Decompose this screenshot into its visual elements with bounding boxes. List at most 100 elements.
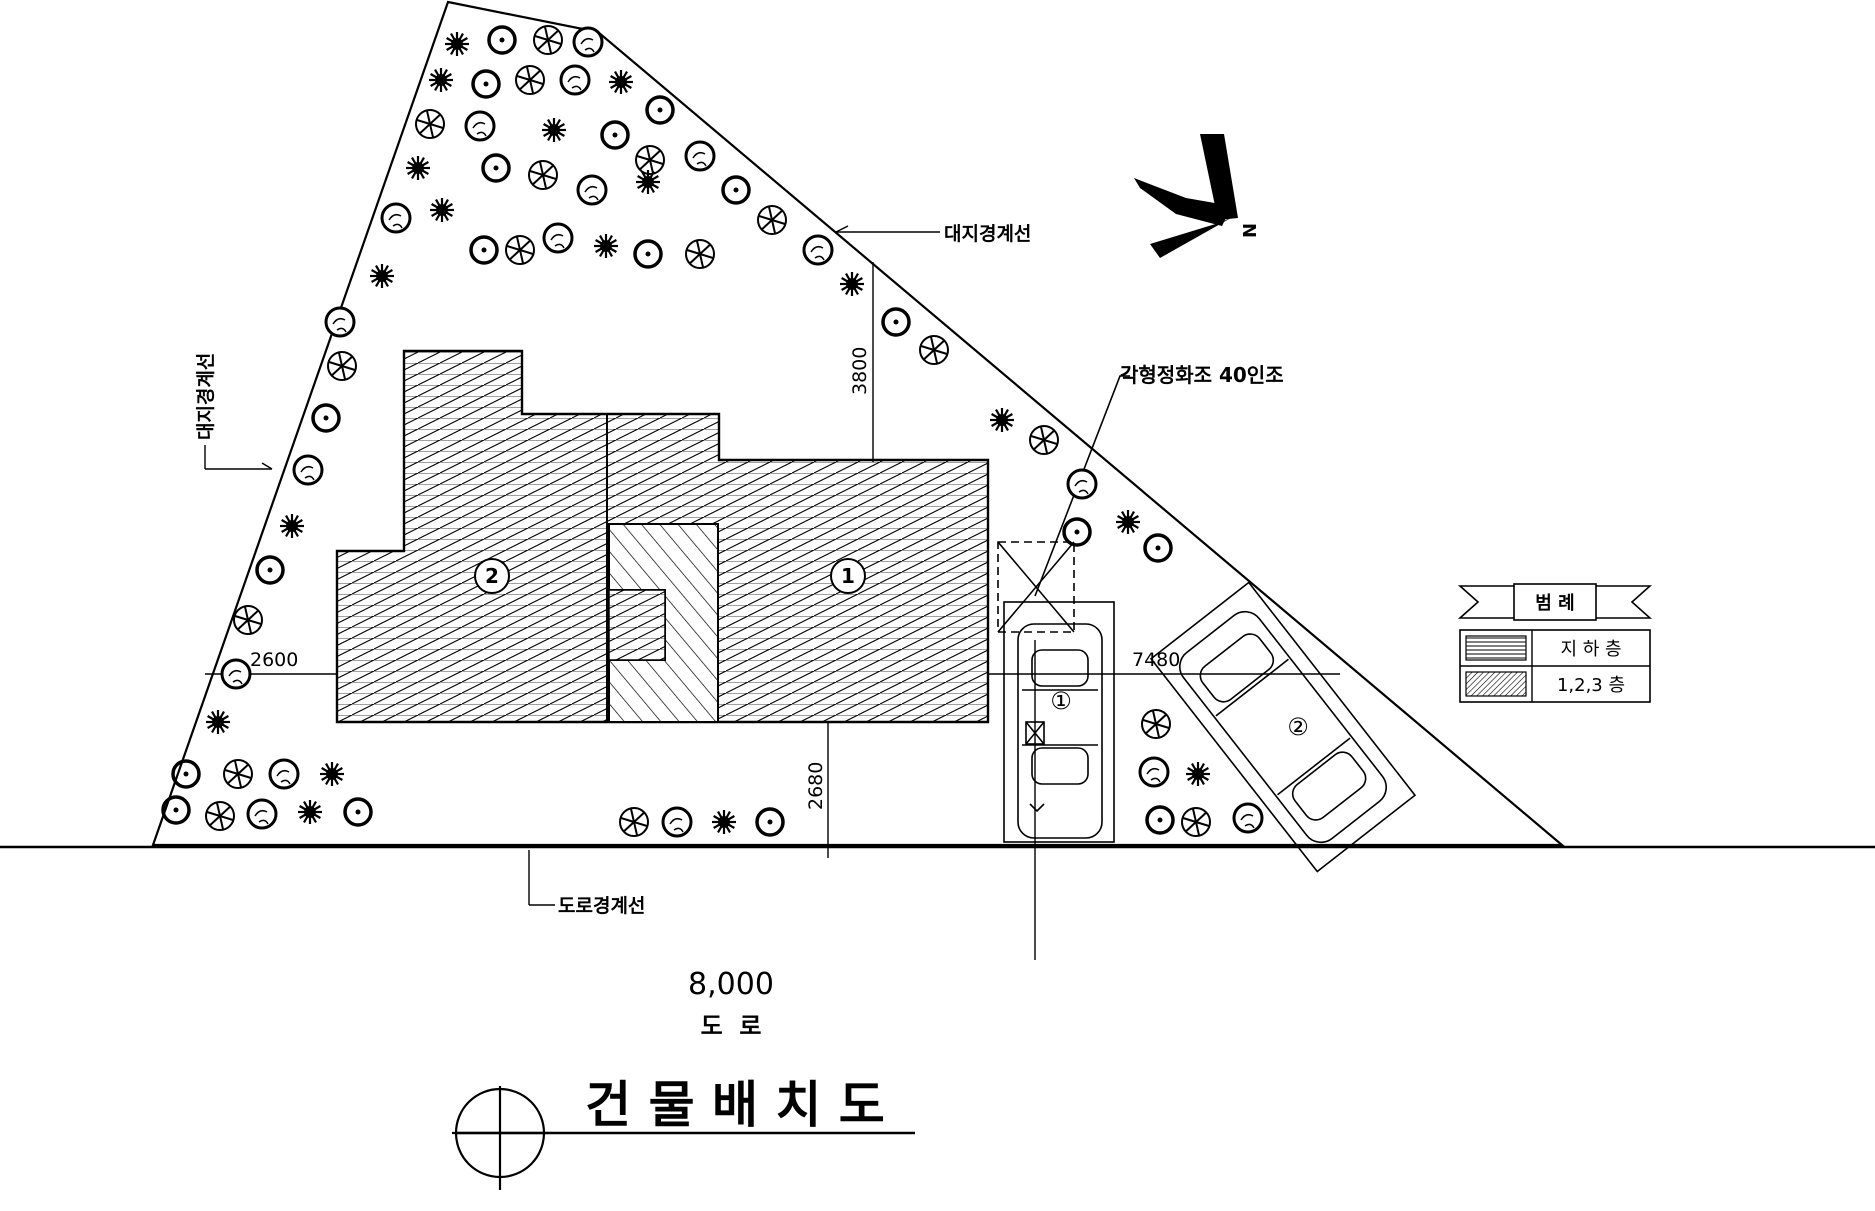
septic-tank-label: 각형정화조 40인조 xyxy=(1120,363,1284,387)
tree-radial-icon xyxy=(1029,425,1059,455)
tree-ring-icon xyxy=(600,120,630,150)
shrub-star-icon xyxy=(840,272,864,296)
tree-ring-icon xyxy=(1062,517,1092,547)
legend-row-basement: 지 하 층 xyxy=(1560,639,1621,660)
tree-radial-icon xyxy=(757,205,787,235)
shrub-star-icon xyxy=(1186,762,1210,786)
tree-ring-icon xyxy=(343,797,373,827)
road-boundary-label: 도로경계선 xyxy=(558,895,645,917)
svg-text:2: 2 xyxy=(485,564,499,588)
tree-ring-icon xyxy=(311,403,341,433)
landscape-trees xyxy=(161,25,1264,838)
legend-swatch-basement xyxy=(1465,635,1527,661)
shrub-star-icon xyxy=(542,118,566,142)
tree-ring-icon xyxy=(471,69,501,99)
svg-text:②: ② xyxy=(1287,713,1309,741)
boundary-label-left: 대지경계선 xyxy=(195,353,217,440)
shrub-round-icon xyxy=(542,222,574,254)
shrub-star-icon xyxy=(406,156,430,180)
road-width: 8,000 xyxy=(688,967,774,1002)
parking-mark-2: ② xyxy=(1287,713,1309,741)
shrub-round-icon xyxy=(324,306,356,338)
shrub-round-icon xyxy=(576,174,608,206)
lot-boundary xyxy=(151,0,1566,847)
shrub-round-icon xyxy=(1066,468,1098,500)
shrub-round-icon xyxy=(268,758,300,790)
dimension-top: 3800 xyxy=(849,347,871,395)
shrub-round-icon xyxy=(559,64,591,96)
shrub-star-icon xyxy=(370,264,394,288)
tree-ring-icon xyxy=(481,153,511,183)
parking-space-2 xyxy=(1149,581,1417,873)
shrub-round-icon xyxy=(380,202,412,234)
tree-ring-icon xyxy=(1145,805,1175,835)
tree-radial-icon xyxy=(205,801,235,831)
tree-radial-icon xyxy=(635,145,665,175)
building-mark-1: 1 xyxy=(830,558,866,594)
shrub-star-icon xyxy=(280,514,304,538)
shrub-star-icon xyxy=(609,70,633,94)
shrub-round-icon xyxy=(464,110,496,142)
tree-ring-icon xyxy=(161,795,191,825)
shrub-star-icon xyxy=(636,170,660,194)
building-mark-2: 2 xyxy=(474,558,510,594)
tree-radial-icon xyxy=(528,160,558,190)
shrub-round-icon xyxy=(246,798,278,830)
tree-radial-icon xyxy=(919,335,949,365)
svg-text:①: ① xyxy=(1050,687,1072,715)
tree-radial-icon xyxy=(327,351,357,381)
shrub-round-icon xyxy=(1138,756,1170,788)
shrub-star-icon xyxy=(320,762,344,786)
shrub-star-icon xyxy=(445,32,469,56)
shrub-round-icon xyxy=(1232,802,1264,834)
shrub-round-icon xyxy=(292,454,324,486)
legend-title: 범 례 xyxy=(1535,593,1574,614)
drawing-title: 건 물 배 치 도 xyxy=(585,1076,885,1134)
legend: 범 례 지 하 층 1,2,3 층 xyxy=(1457,583,1653,703)
tree-radial-icon xyxy=(233,605,263,635)
shrub-star-icon xyxy=(1116,510,1140,534)
boundary-label-top: 대지경계선 xyxy=(944,223,1031,245)
shrub-round-icon xyxy=(802,234,834,266)
tree-radial-icon xyxy=(505,235,535,265)
tree-ring-icon xyxy=(1143,533,1173,563)
shrub-star-icon xyxy=(712,810,736,834)
tree-ring-icon xyxy=(721,175,751,205)
tree-radial-icon xyxy=(223,759,253,789)
dimension-lines xyxy=(205,262,1340,960)
shrub-star-icon xyxy=(298,800,322,824)
tree-ring-icon xyxy=(633,239,663,269)
title-symbol-icon xyxy=(452,1086,548,1190)
shrub-star-icon xyxy=(594,234,618,258)
shrub-round-icon xyxy=(220,658,252,690)
road-label: 도 로 xyxy=(701,1012,762,1040)
tree-ring-icon xyxy=(469,235,499,265)
tree-ring-icon xyxy=(645,95,675,125)
septic-tank xyxy=(997,375,1130,633)
shrub-star-icon xyxy=(990,408,1014,432)
tree-radial-icon xyxy=(515,65,545,95)
tree-radial-icon xyxy=(685,239,715,269)
parking-space-1 xyxy=(1003,601,1115,843)
tree-ring-icon xyxy=(171,759,201,789)
boundary-leader-left xyxy=(204,445,273,470)
shrub-star-icon xyxy=(430,198,454,222)
north-arrow-icon xyxy=(1134,134,1238,258)
dimension-bottom: 2680 xyxy=(805,762,827,810)
tree-ring-icon xyxy=(255,555,285,585)
shrub-round-icon xyxy=(661,806,693,838)
shrub-star-icon xyxy=(206,710,230,734)
parking-mark-1: ① xyxy=(1050,687,1072,715)
shrub-star-icon xyxy=(429,68,453,92)
legend-row-upper: 1,2,3 층 xyxy=(1557,675,1625,696)
shrub-round-icon xyxy=(684,140,716,172)
shrub-round-icon xyxy=(572,26,604,58)
dimension-left: 2600 xyxy=(250,649,298,671)
legend-swatch-upper xyxy=(1465,671,1527,697)
tree-radial-icon xyxy=(415,109,445,139)
tree-radial-icon xyxy=(1141,709,1171,739)
tree-ring-icon xyxy=(487,25,517,55)
tree-radial-icon xyxy=(533,25,563,55)
tree-ring-icon xyxy=(881,307,911,337)
